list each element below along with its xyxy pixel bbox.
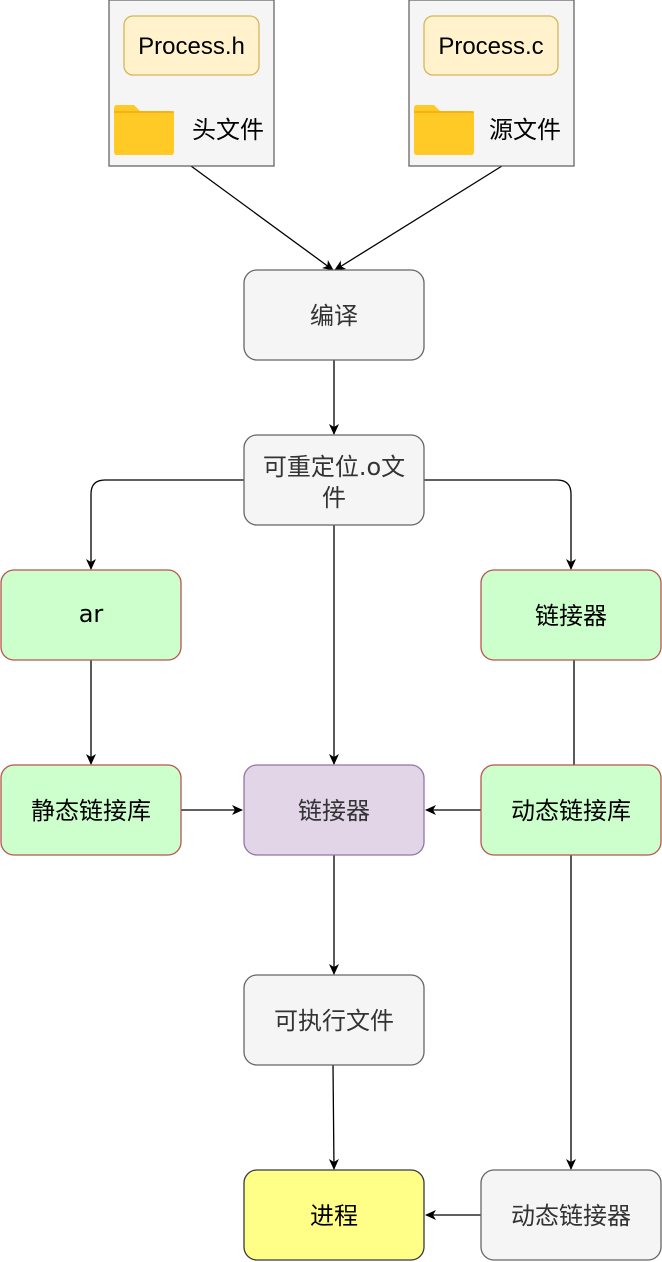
linker-center-node: 链接器 (243, 764, 425, 856)
header-file-label: 头文件 (192, 117, 264, 144)
header-file-group: Process.h 头文件 (108, 0, 275, 167)
executable-node: 可执行文件 (243, 974, 425, 1066)
edge-relocatable-to-ar (86, 479, 244, 570)
ar-node: ar (0, 569, 182, 661)
folder-icon (414, 105, 474, 155)
static-lib-node: 静态链接库 (0, 764, 182, 856)
dynamic-linker-label: 动态链接器 (511, 1202, 631, 1230)
source-filename-tag (423, 15, 559, 76)
linker-right-node: 链接器 (480, 569, 662, 661)
relocatable-label-line1: 可重定位.o文 (263, 453, 405, 481)
relocatable-node: 可重定位.o文 件 (243, 434, 425, 526)
process-label: 进程 (310, 1202, 358, 1230)
executable-label: 可执行文件 (274, 1007, 394, 1035)
source-file-group: Process.c 源文件 (408, 0, 575, 167)
source-filename: Process.c (438, 33, 543, 60)
edge-source-to-compile (334, 165, 503, 271)
edge-relocatable-to-linker-right (424, 479, 576, 570)
edge-header-to-compile (190, 165, 334, 271)
header-filename: Process.h (138, 33, 245, 60)
compile-node: 编译 (243, 269, 425, 361)
linker-center-label: 链接器 (298, 797, 370, 825)
edges (86, 165, 576, 1220)
linker-right-label: 链接器 (535, 602, 607, 630)
process-node: 进程 (243, 1169, 425, 1261)
dynamic-lib-label: 动态链接库 (511, 797, 631, 825)
relocatable-label-line2: 件 (322, 484, 346, 512)
folder-icon (114, 105, 174, 155)
edge-executable-to-process (328, 1064, 339, 1170)
dynamic-linker-node: 动态链接器 (480, 1169, 662, 1261)
dynamic-lib-node: 动态链接库 (480, 764, 662, 856)
compile-label: 编译 (310, 302, 358, 330)
static-lib-label: 静态链接库 (31, 797, 151, 825)
ar-label: ar (79, 600, 104, 628)
header-filename-tag (123, 15, 260, 76)
source-file-label: 源文件 (489, 117, 561, 144)
